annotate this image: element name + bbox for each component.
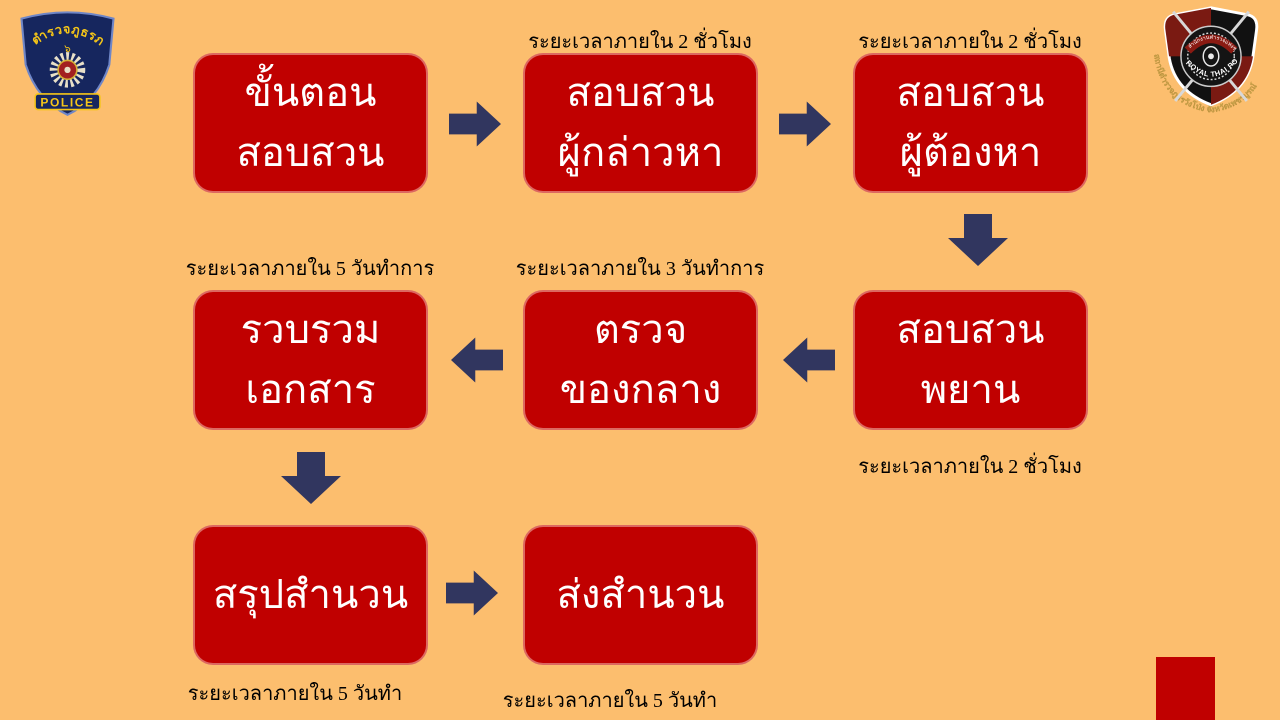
flow-box-line: ผู้ต้องหา [899, 131, 1042, 175]
arrow-down-icon [281, 452, 341, 504]
flow-box-start: ขั้นตอน สอบสวน [193, 53, 428, 193]
badge-star-core [64, 66, 71, 73]
flow-box-line: ของกลาง [559, 368, 722, 412]
arrow-right-icon [449, 101, 501, 147]
red-rectangle-decoration [1156, 657, 1215, 720]
duration-note: ระยะเวลาภายใน 3 วันทำการ [515, 258, 765, 280]
flow-box-line: เอกสาร [245, 368, 376, 412]
flow-box-interview-accuser: สอบสวน ผู้กล่าวหา [523, 53, 758, 193]
provincial-police-badge-logo: ตำรวจภูธรภาค ๖ POLICE [15, 4, 115, 116]
flow-box-line: ส่งสำนวน [556, 573, 725, 617]
flow-box-line: ผู้กล่าวหา [557, 131, 724, 175]
flow-box-line: ขั้นตอน [244, 71, 377, 115]
flow-box-line: ตรวจ [593, 308, 688, 352]
crest-wreath-core [1208, 53, 1214, 60]
duration-note: ระยะเวลาภายใน 2 ชั่วโมง [858, 456, 1082, 478]
flow-box-examine-evidence: ตรวจ ของกลาง [523, 290, 758, 430]
crest-wreath-icon [1202, 45, 1220, 67]
badge-police-text: POLICE [40, 95, 94, 109]
arrow-right-icon [779, 101, 831, 147]
duration-note: ระยะเวลาภายใน 5 วันทำ [502, 690, 718, 712]
flow-box-interview-witness: สอบสวน พยาน [853, 290, 1088, 430]
arrow-down-icon [948, 214, 1008, 266]
flow-box-collect-documents: รวบรวม เอกสาร [193, 290, 428, 430]
station-crest-logo: สถานีตำรวจภูธรวังโป่ง จังหวัดเพชรบูรณ์ ส… [1148, 2, 1259, 115]
crest-inner-ring [1187, 32, 1235, 81]
flow-box-submit-case: ส่งสำนวน [523, 525, 758, 665]
flow-box-line: พยาน [920, 368, 1021, 412]
flow-box-line: สอบสวน [566, 71, 715, 115]
arrow-left-icon [783, 337, 835, 383]
badge-region-numeral: ๖ [64, 44, 71, 55]
arrow-right-icon [446, 570, 498, 616]
flow-box-summarize-case: สรุปสำนวน [193, 525, 428, 665]
flow-box-interview-suspect: สอบสวน ผู้ต้องหา [853, 53, 1088, 193]
flow-box-line: สรุปสำนวน [212, 573, 409, 617]
flow-box-line: สอบสวน [896, 71, 1045, 115]
arrow-left-icon [451, 337, 503, 383]
flow-box-line: สอบสวน [236, 131, 385, 175]
duration-note: ระยะเวลาภายใน 2 ชั่วโมง [858, 31, 1082, 53]
flow-box-line: รวบรวม [240, 308, 381, 352]
duration-note: ระยะเวลาภายใน 5 วันทำ [187, 683, 403, 705]
badge-starburst-icon [49, 52, 86, 88]
flow-box-line: สอบสวน [896, 308, 1045, 352]
duration-note: ระยะเวลาภายใน 2 ชั่วโมง [528, 31, 752, 53]
duration-note: ระยะเวลาภายใน 5 วันทำการ [185, 258, 435, 280]
badge-police-banner [34, 93, 101, 111]
